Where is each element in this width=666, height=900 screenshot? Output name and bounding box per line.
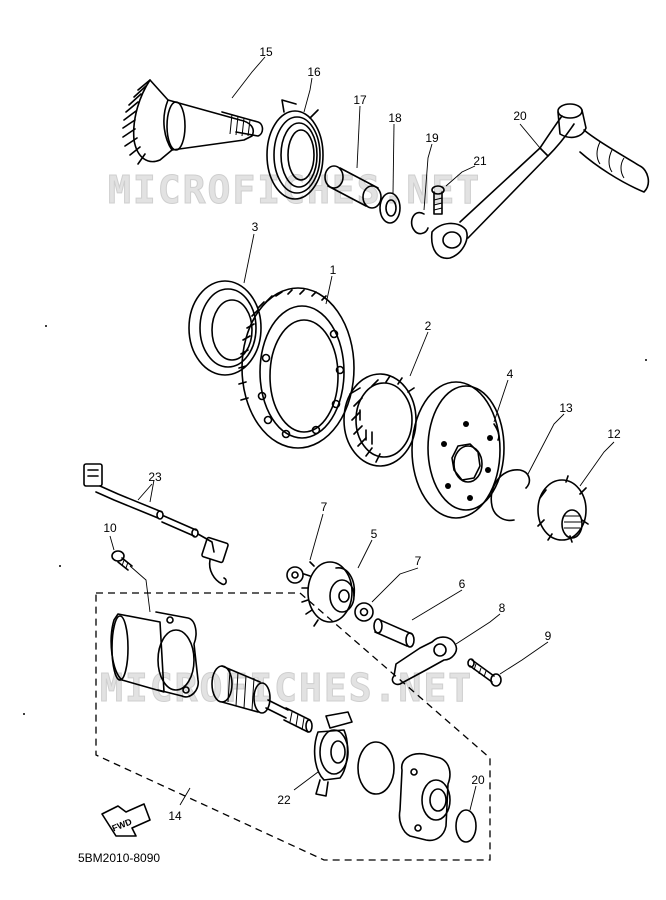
part-label-17: 21 bbox=[473, 154, 487, 168]
idler-gear bbox=[301, 561, 356, 627]
part-label-13: 17 bbox=[353, 93, 367, 107]
bolt-17 bbox=[431, 185, 445, 215]
part-label-23: 23 bbox=[148, 470, 162, 484]
watermark-bottom: MICROFICHES.NET bbox=[100, 666, 473, 710]
part-label-20: 14 bbox=[168, 809, 182, 823]
part-label-15: 19 bbox=[425, 131, 439, 145]
part-label-3: 3 bbox=[252, 220, 259, 234]
part-label-1: 1 bbox=[330, 263, 337, 277]
starter-lead-wire bbox=[83, 463, 229, 586]
part-label-5: 5 bbox=[371, 527, 378, 541]
part-label-2: 2 bbox=[425, 319, 432, 333]
part-label-4: 4 bbox=[507, 367, 514, 381]
part-label-12: 16 bbox=[307, 65, 321, 79]
washer-14 bbox=[379, 192, 401, 224]
circlip-19 bbox=[490, 469, 531, 522]
part-label-8: 8 bbox=[499, 601, 506, 615]
part-label-18: 12 bbox=[607, 427, 621, 441]
part-label-9: 9 bbox=[545, 629, 552, 643]
sleeve bbox=[324, 165, 382, 209]
fwd-arrow-icon: FWD bbox=[101, 803, 151, 837]
diagram-code: 5BM2010-8090 bbox=[78, 851, 160, 865]
kick-shaft-gear bbox=[122, 79, 264, 165]
kick-crank bbox=[430, 103, 650, 259]
fwd-label: FWD bbox=[110, 816, 133, 833]
part-label-11: 15 bbox=[259, 45, 273, 59]
part-label-16: 20 bbox=[513, 109, 527, 123]
scan-specks bbox=[23, 325, 647, 715]
washer-7-upper bbox=[286, 566, 304, 584]
torsion-spring bbox=[266, 99, 324, 200]
part-label-22: 22 bbox=[277, 793, 291, 807]
ring-gear-clutch bbox=[238, 287, 355, 449]
starter-drive-gear bbox=[537, 475, 589, 543]
bolt-9 bbox=[467, 658, 502, 687]
part-label-7-lower: 7 bbox=[415, 554, 422, 568]
idler-shaft bbox=[373, 618, 415, 648]
part-label-10: 10 bbox=[103, 521, 117, 535]
screw-10 bbox=[111, 550, 133, 571]
idler-bracket bbox=[391, 636, 458, 686]
one-way-clutch bbox=[343, 373, 417, 467]
part-label-6: 6 bbox=[459, 577, 466, 591]
washer-7-lower bbox=[354, 602, 374, 622]
clutch-hub-plate bbox=[411, 381, 505, 519]
leader-lines bbox=[109, 56, 615, 811]
part-label-14: 18 bbox=[388, 111, 402, 125]
part-label-7-upper: 7 bbox=[321, 500, 328, 514]
circlip-15 bbox=[410, 211, 429, 235]
starter-motor-assembly bbox=[95, 592, 491, 861]
large-seal-ring bbox=[188, 280, 262, 376]
part-number-labels: 15 16 17 18 19 20 21 3 1 2 4 13 12 23 10… bbox=[103, 45, 621, 823]
part-label-21: 20 bbox=[471, 773, 485, 787]
part-label-19: 13 bbox=[559, 401, 573, 415]
